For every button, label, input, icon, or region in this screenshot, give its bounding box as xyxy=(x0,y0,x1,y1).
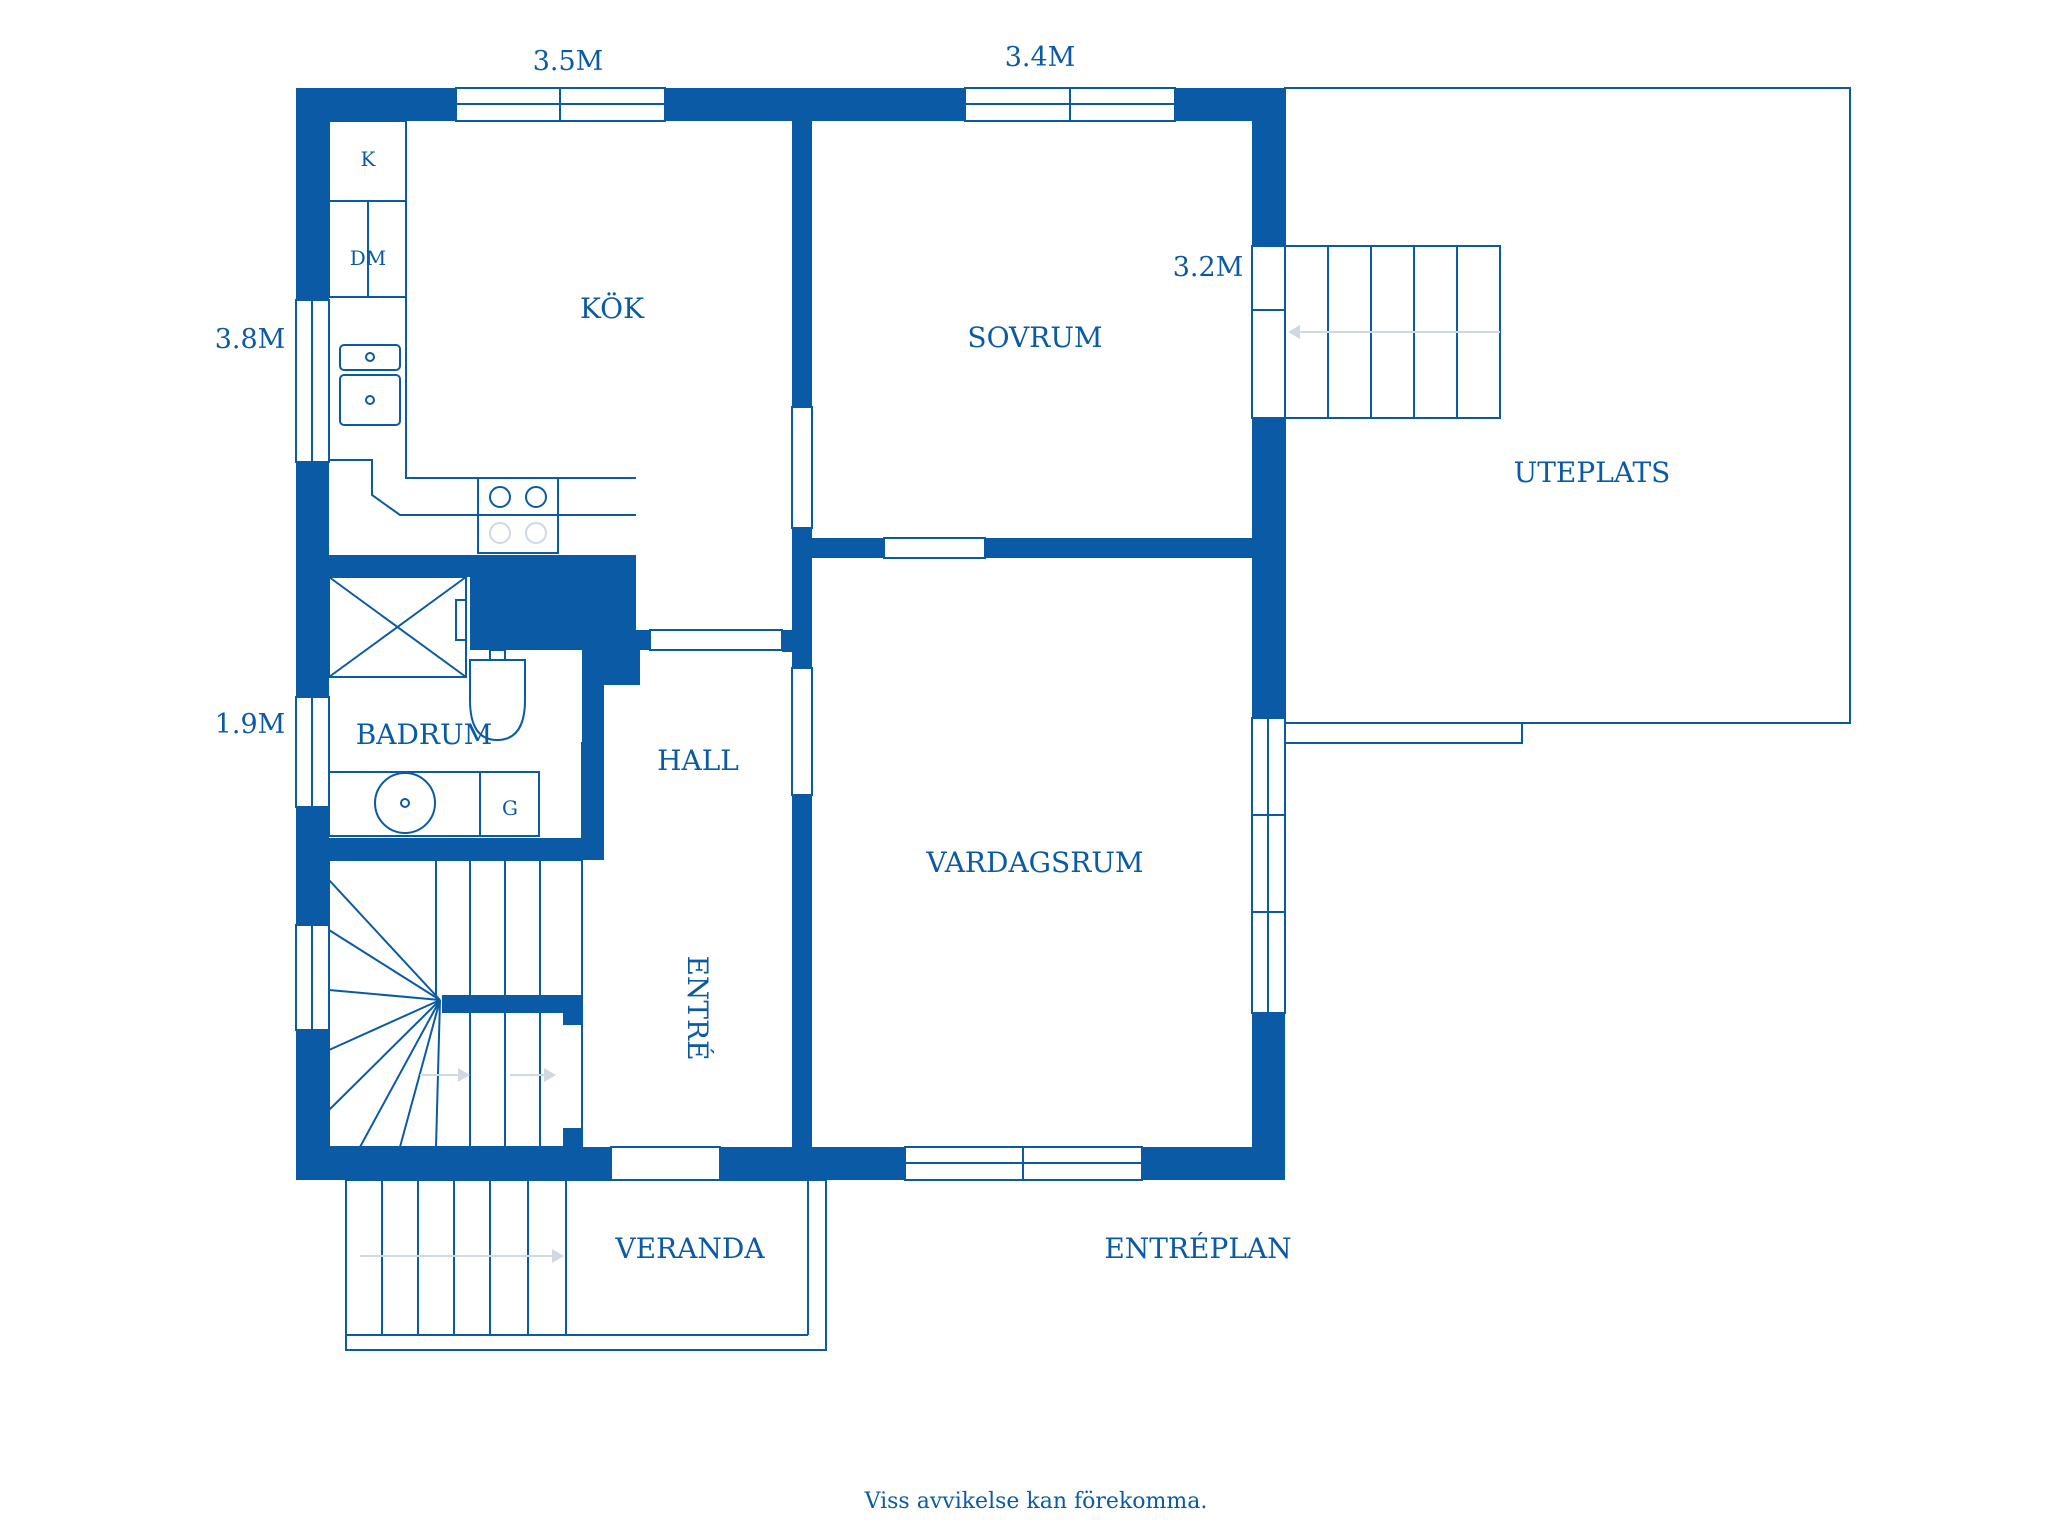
fixture-label-dm: DM xyxy=(350,246,387,270)
dimension-top-left: 3.5M xyxy=(533,46,604,77)
dimension-left-upper: 3.8M xyxy=(215,324,286,355)
fixture-label-g: G xyxy=(502,796,518,820)
dimension-sovrum-right: 3.2M xyxy=(1173,252,1244,283)
fixture-label-k: K xyxy=(361,147,377,171)
dimension-top-right: 3.4M xyxy=(1005,42,1076,73)
kitchen-fixtures xyxy=(328,120,636,554)
uteplats-deck xyxy=(1284,87,1851,744)
room-label-sovrum: SOVRUM xyxy=(967,321,1102,354)
room-label-entre: ENTRÉ xyxy=(681,955,714,1060)
room-labels: KÖK SOVRUM UTEPLATS BADRUM HALL ENTRÉ VA… xyxy=(356,291,1671,1265)
stairs xyxy=(328,859,583,1148)
room-label-hall: HALL xyxy=(657,744,739,777)
dimension-labels: 3.5M 3.4M 3.8M 1.9M 3.2M xyxy=(215,42,1244,740)
walls xyxy=(296,88,1285,1180)
room-label-veranda: VERANDA xyxy=(614,1232,765,1265)
bathroom-fixtures xyxy=(328,576,540,837)
disclaimer: Viss avvikelse kan förekomma. xyxy=(864,1489,1208,1514)
fixture-labels: K DM G xyxy=(350,147,518,820)
windows xyxy=(295,87,1286,1181)
room-label-uteplats: UTEPLATS xyxy=(1514,456,1671,489)
floor-name: ENTRÉPLAN xyxy=(1104,1232,1291,1265)
room-label-kok: KÖK xyxy=(580,291,645,325)
veranda xyxy=(345,1179,827,1351)
dimension-left-lower: 1.9M xyxy=(215,709,286,740)
room-label-vardagsrum: VARDAGSRUM xyxy=(925,846,1143,879)
room-label-badrum: BADRUM xyxy=(356,718,493,751)
